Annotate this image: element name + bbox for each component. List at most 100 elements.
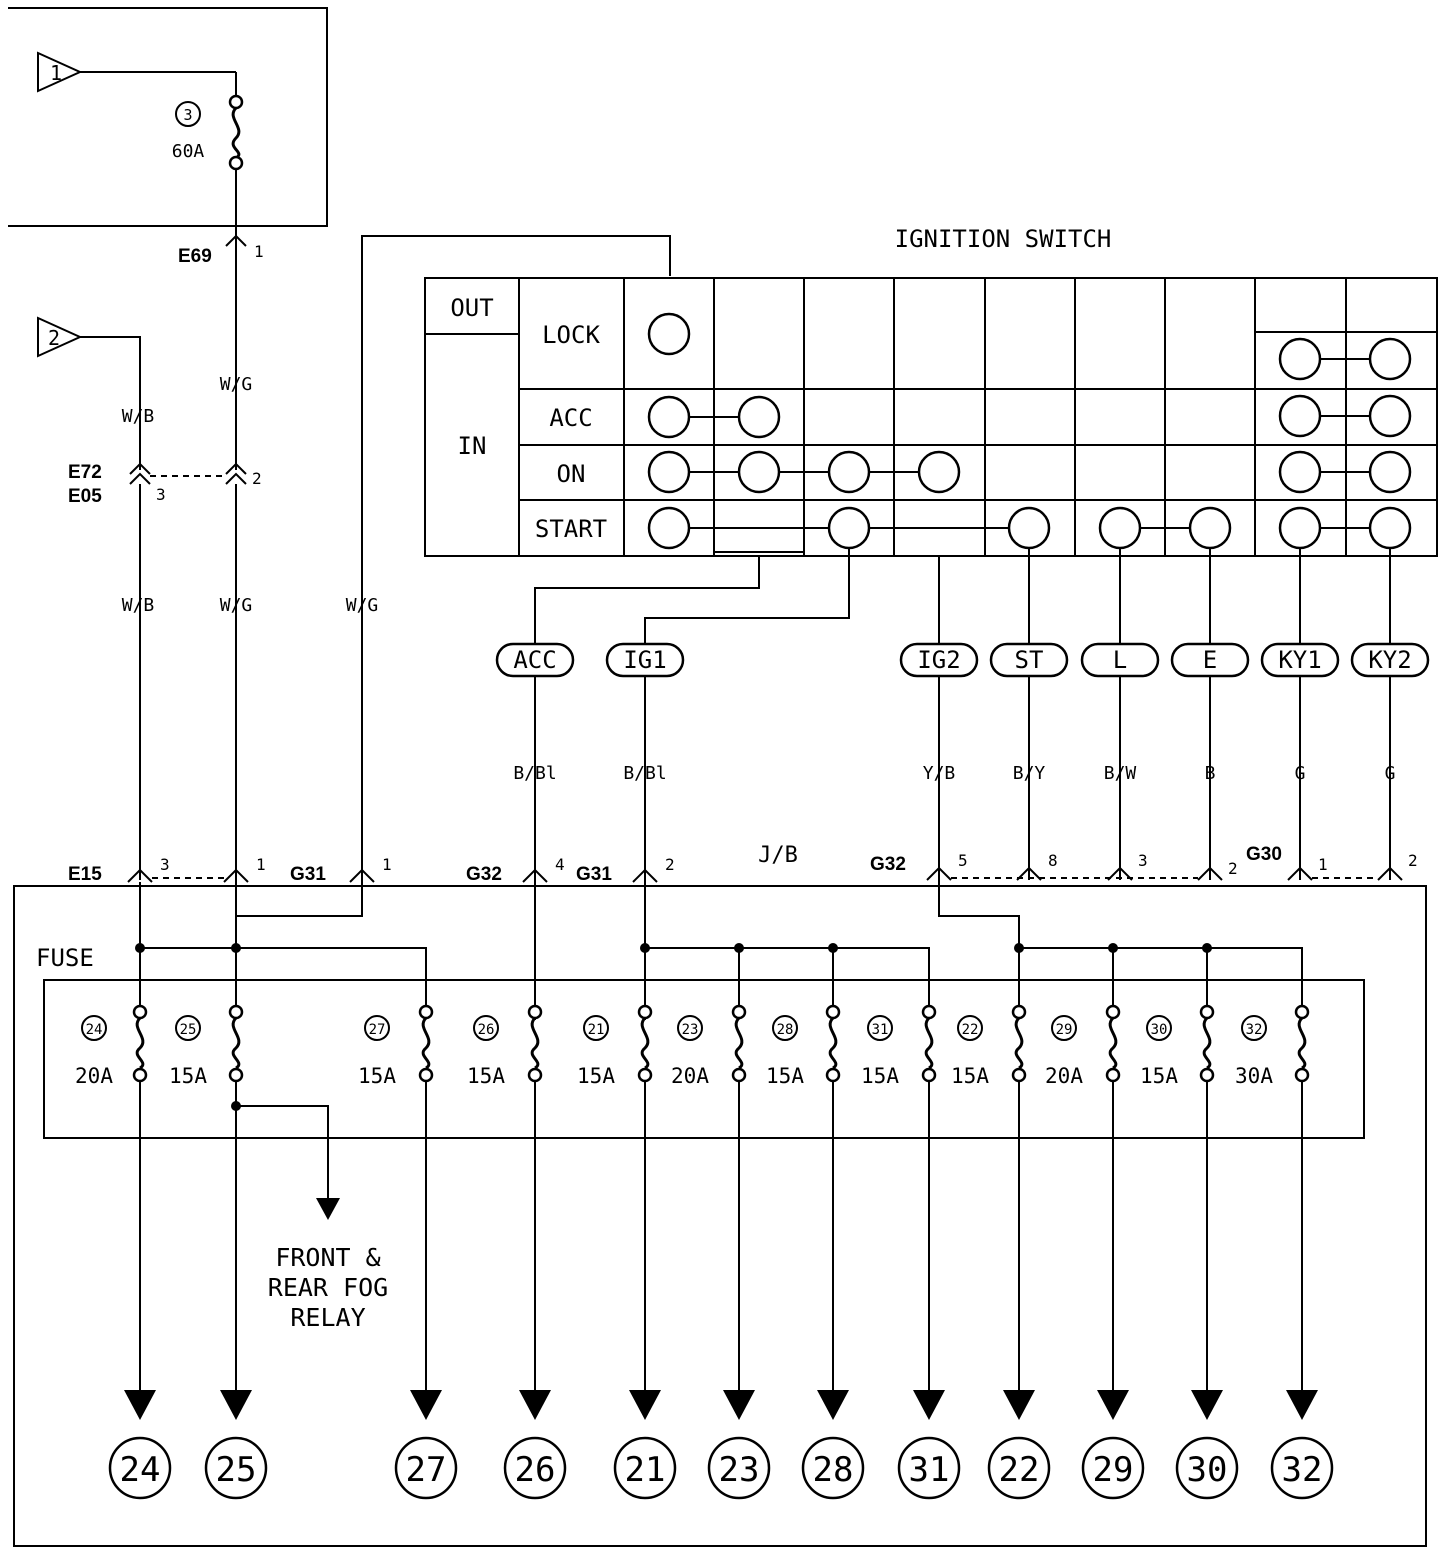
- fuse-30-number-circle: [1146, 1015, 1172, 1041]
- output-32-label: 32: [1282, 1450, 1323, 1490]
- fuse-25-number-circle: [175, 1015, 201, 1041]
- terminal-l-label: L: [1113, 646, 1127, 674]
- output-21-circle: [613, 1436, 677, 1500]
- contact-start-1: [647, 506, 691, 550]
- contact-lock-out: [647, 312, 691, 356]
- fuse-21-element: [640, 1016, 650, 1070]
- fuse-32-element: [1297, 1016, 1307, 1070]
- terminal-ky2-label: KY2: [1368, 646, 1411, 674]
- terminal-acc-label: ACC: [513, 646, 556, 674]
- e72-label: E72: [68, 462, 102, 483]
- ignition-switch: IGNITION SWITCH OUT IN LOCK ACC ON START: [424, 225, 1438, 557]
- fuse-24-number-circle: [81, 1015, 107, 1041]
- contact-key-lock-2: [1368, 337, 1412, 381]
- ref-2: 2: [37, 316, 141, 470]
- fuse-32-number-circle: [1241, 1015, 1267, 1041]
- output-29-label: 29: [1093, 1450, 1134, 1490]
- fuse-25-rating: 15A: [169, 1064, 207, 1088]
- fog-relay-note-2: REAR FOG: [268, 1273, 388, 1302]
- fuse-25-terminal-bottom: [228, 1067, 244, 1083]
- row-on-label: ON: [557, 460, 586, 488]
- fuse-29-terminal-top: [1105, 1004, 1121, 1020]
- terminal-ig1-label: IG1: [623, 646, 666, 674]
- output-23-label: 23: [719, 1450, 760, 1490]
- terminal-st-label: ST: [1015, 646, 1044, 674]
- fuse-23-terminal-top: [731, 1004, 747, 1020]
- e72-e05-connector: E72 E05 3 2: [68, 462, 262, 507]
- fusible-link-box: 1 3 60A: [8, 7, 328, 227]
- output-21-arrow: [629, 1390, 661, 1420]
- output-25-arrow: [220, 1390, 252, 1420]
- fuse-21-terminal-bottom: [637, 1067, 653, 1083]
- ignition-switch-title: IGNITION SWITCH: [895, 225, 1112, 253]
- contact-acc-1: [647, 395, 691, 439]
- ignition-switch-table: [424, 277, 1438, 557]
- e69-connector: E69 1: [178, 234, 264, 267]
- g32-label-b: G32: [870, 854, 906, 875]
- output-31-label: 31: [909, 1450, 950, 1490]
- fuse-23-terminal-bottom: [731, 1067, 747, 1083]
- ref-2-triangle: [37, 316, 83, 358]
- terminal-ky1-label: KY1: [1278, 646, 1321, 674]
- output-23-arrow: [723, 1390, 755, 1420]
- fog-relay-note-3: RELAY: [290, 1303, 365, 1332]
- fog-relay-arrow: [316, 1198, 340, 1220]
- output-22-arrow: [1003, 1390, 1035, 1420]
- g31-pin-a: 1: [382, 855, 392, 874]
- contact-on-2: [737, 450, 781, 494]
- fuse-22-terminal-top: [1011, 1004, 1027, 1020]
- fuse-25-element: [231, 1016, 241, 1070]
- output-28-arrow: [817, 1390, 849, 1420]
- fuse-panel-label: FUSE: [36, 944, 94, 972]
- fuse-27-rating: 15A: [358, 1064, 396, 1088]
- e69-label: E69: [178, 246, 212, 267]
- e15-pin-2: 1: [256, 855, 266, 874]
- row-start-label: START: [535, 515, 607, 543]
- output-22-label: 22: [999, 1450, 1040, 1490]
- contact-key-start-2: [1368, 506, 1412, 550]
- g32-label-a: G32: [466, 864, 502, 885]
- fuse-30-element: [1202, 1016, 1212, 1070]
- fuse-3-terminal-top: [228, 94, 244, 110]
- fuse-22-element: [1014, 1016, 1024, 1070]
- fuse-23-element: [734, 1016, 744, 1070]
- contact-key-start-1: [1278, 506, 1322, 550]
- fuse-24-rating: 20A: [75, 1064, 113, 1088]
- output-26-label: 26: [515, 1450, 556, 1490]
- output-25-circle: [204, 1436, 268, 1500]
- fuse-3-number-circle: [175, 101, 201, 127]
- fuse-26-terminal-bottom: [527, 1067, 543, 1083]
- output-31-circle: [897, 1436, 961, 1500]
- fuse-26-rating: 15A: [467, 1064, 505, 1088]
- output-27-arrow: [410, 1390, 442, 1420]
- fuse-28-terminal-bottom: [825, 1067, 841, 1083]
- contact-key-lock-1: [1278, 337, 1322, 381]
- fuse-row: 2420A2515A2715A2615A2115A2320A2815A3115A…: [75, 1004, 1310, 1392]
- g32-pin-2: 2: [1228, 859, 1238, 878]
- fog-relay-note-1: FRONT &: [275, 1243, 380, 1272]
- fusible-link-box-border: [8, 7, 328, 227]
- output-24-label: 24: [120, 1450, 161, 1490]
- e15-pin: 3: [160, 855, 170, 874]
- contact-key-on-1: [1278, 450, 1322, 494]
- fuse-32-rating: 30A: [1235, 1064, 1273, 1088]
- row-acc-label: ACC: [549, 404, 592, 432]
- output-30-label: 30: [1187, 1450, 1228, 1490]
- fuse-25-terminal-top: [228, 1004, 244, 1020]
- ref-1-triangle: [37, 51, 83, 93]
- fuse-23-number: 23: [682, 1022, 699, 1038]
- output-30-circle: [1175, 1436, 1239, 1500]
- g32-pin-5: 5: [958, 851, 968, 870]
- wire-wg-3: W/G: [346, 595, 379, 616]
- fuse-27-terminal-bottom: [418, 1067, 434, 1083]
- output-23-circle: [707, 1436, 771, 1500]
- bus-junction-dots: [135, 943, 1212, 953]
- wire-wb-2: W/B: [122, 595, 155, 616]
